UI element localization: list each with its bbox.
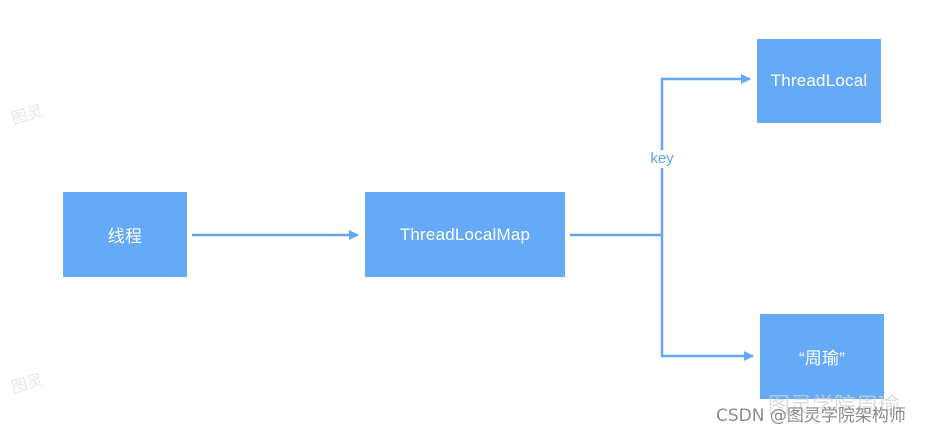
node-value: “周瑜”: [760, 314, 884, 399]
edge-key-label: key: [645, 150, 679, 168]
edge-map-to-threadlocal: [660, 74, 751, 235]
node-thread: 线程: [63, 192, 187, 277]
node-threadlocal-label: ThreadLocal: [770, 71, 868, 90]
node-threadlocalmap-label: ThreadLocalMap: [399, 224, 531, 244]
csdn-watermark: CSDN @图灵学院架构师: [716, 406, 906, 426]
overlay-watermark: 图灵学院周瑜: [768, 394, 901, 419]
node-threadlocal: ThreadLocal: [757, 39, 881, 123]
edge-map-to-value: [660, 235, 754, 361]
node-value-label: “周瑜”: [798, 349, 846, 368]
node-threadlocalmap: ThreadLocalMap: [365, 192, 565, 277]
node-thread-label: 线程: [107, 227, 143, 246]
